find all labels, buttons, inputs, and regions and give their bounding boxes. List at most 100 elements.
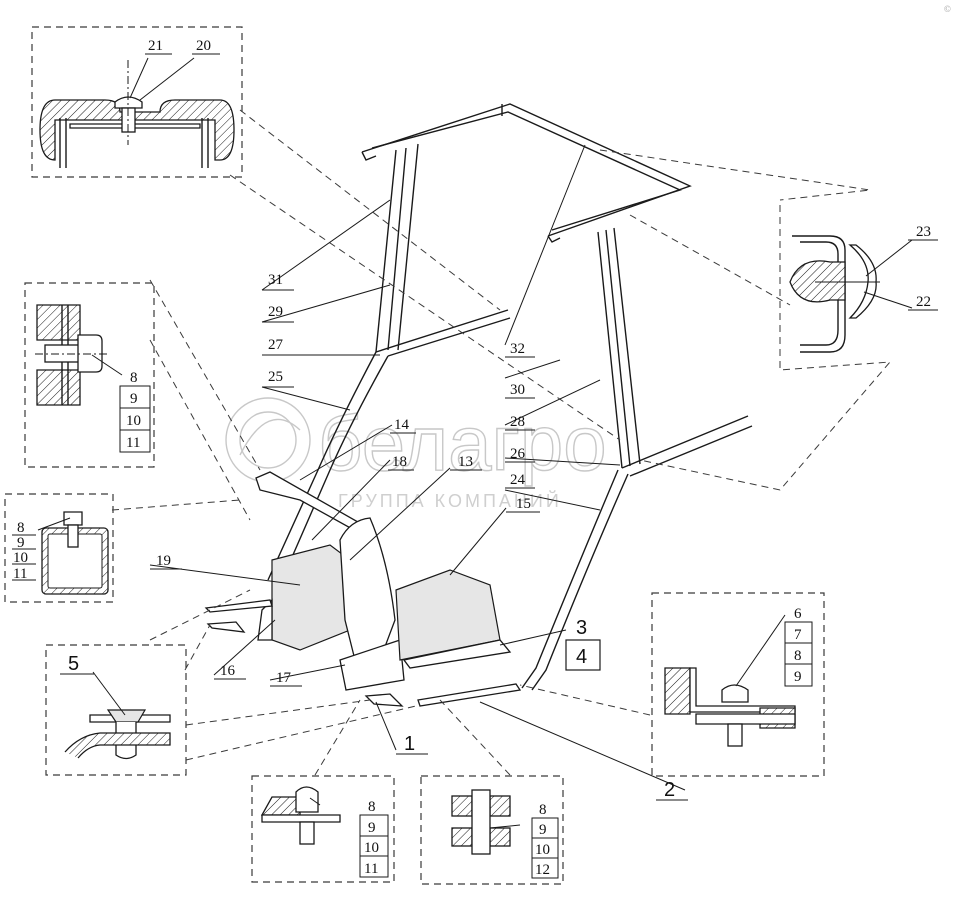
watermark-logo-ring-icon [225, 397, 311, 483]
right-rear-pillar [521, 469, 629, 691]
stack-bottom-left: 8 9 10 11 [359, 799, 389, 878]
stack-right: 6 7 8 9 [784, 606, 813, 687]
bolt-head [63, 511, 83, 526]
label-31: 31 [268, 272, 283, 288]
detail-bottom-left [251, 775, 395, 883]
stack-bottom-left-3: 11 [364, 861, 378, 877]
seal-5 [64, 732, 171, 759]
label-29: 29 [268, 304, 283, 320]
lower-right-crossbar [621, 415, 753, 477]
dash-n [439, 699, 511, 776]
label-23: 23 [916, 224, 931, 240]
stack-left-mid-2: 10 [126, 413, 141, 429]
dash-k [185, 699, 371, 726]
dash-c [599, 149, 871, 201]
label-15: 15 [516, 496, 531, 512]
dash-a [239, 109, 501, 311]
label-20: 20 [196, 38, 211, 54]
dash-m [314, 699, 361, 776]
detail-left-small [4, 493, 114, 603]
stack-right-2: 8 [794, 648, 802, 664]
seal-bottom-left [260, 796, 301, 816]
side-panel-13 [339, 517, 396, 661]
rivet-head-5 [106, 709, 147, 723]
stack-left-small: 8 9 10 11 [12, 520, 36, 582]
dash-f [149, 339, 251, 521]
detail-bottom-left-frame [251, 775, 395, 883]
stack-left-small-2: 10 [13, 550, 28, 566]
dash-d [629, 214, 791, 306]
stack-bottom-mid-3: 12 [535, 862, 550, 878]
label-4-box [565, 639, 601, 671]
plate-right [695, 713, 796, 725]
stack-right-0: 6 [794, 606, 802, 622]
leader-dashes [111, 109, 892, 776]
wall-hatched [664, 667, 691, 715]
stack-left-mid-1: 9 [130, 391, 138, 407]
stack-left-small-0: 8 [17, 520, 25, 536]
label-24: 24 [510, 472, 526, 488]
roof-inner [371, 111, 682, 231]
detail-5 [45, 644, 187, 776]
callout-labels: 21 20 23 22 31 29 27 25 14 18 13 15 19 1… [60, 38, 938, 801]
block-right-bottom [489, 827, 511, 847]
label-25: 25 [268, 369, 283, 385]
bolt-shank-bottom-left [299, 821, 315, 845]
plate-bottom-left [261, 814, 341, 823]
label-28: 28 [510, 414, 525, 430]
stack-right-3: 9 [794, 669, 802, 685]
dash-h [149, 589, 251, 641]
dash-g [149, 279, 261, 471]
floor-sill [402, 639, 512, 669]
stack-left-mid-3: 11 [126, 435, 140, 451]
roof-outer [361, 103, 692, 237]
block-right-top [489, 795, 511, 817]
watermark: белагро ГРУППА КОМПАНИЙ [225, 397, 607, 511]
detail-bottom-mid [420, 775, 564, 885]
watermark-logo-inner-icon [239, 411, 297, 469]
base-plate-17 [339, 639, 405, 691]
label-4: 4 [576, 646, 587, 668]
bottom-plate-1 [364, 693, 404, 707]
label-19: 19 [156, 553, 171, 569]
label-13: 13 [458, 454, 473, 470]
label-3: 3 [576, 617, 587, 639]
mid-crossbar [375, 309, 511, 357]
screw-head-21 [114, 96, 143, 109]
label-26: 26 [510, 446, 526, 462]
corner-mark: © [944, 4, 951, 14]
stack-bottom-left-1: 9 [368, 820, 376, 836]
label-17: 17 [276, 670, 292, 686]
channel-walls [59, 118, 209, 168]
detail-right-frame [651, 592, 825, 777]
watermark-brand: белагро [318, 399, 607, 487]
dash-b [229, 174, 621, 441]
front-left-pillar [375, 143, 419, 353]
block-left-top [451, 795, 473, 817]
stack-right-1: 7 [794, 627, 802, 643]
detail-bottom-mid-frame [420, 775, 564, 885]
label-5: 5 [68, 653, 79, 675]
front-right-pillar [597, 227, 641, 469]
seal-profile-hatched [39, 99, 235, 161]
label-2: 2 [664, 779, 675, 801]
label-32: 32 [510, 341, 525, 357]
label-27: 27 [268, 337, 284, 353]
cab-frame [204, 103, 753, 707]
detail-left-mid [24, 282, 155, 468]
stack-left-mid-0: 8 [130, 370, 138, 386]
detail-left-mid-frame [24, 282, 155, 468]
clip-element [848, 244, 877, 319]
label-16: 16 [220, 663, 236, 679]
control-housing [271, 544, 351, 651]
dash-o [519, 684, 651, 716]
bolt-head-right [721, 684, 749, 703]
bolt-shank-right [727, 723, 743, 747]
floor-tunnel-15 [395, 569, 501, 661]
seal-hatched [789, 260, 846, 303]
stack-bottom-mid-2: 10 [535, 842, 550, 858]
stack-bottom-mid: 8 9 10 12 [531, 802, 559, 879]
upper-profile-hatched [36, 304, 81, 341]
dash-i [111, 499, 241, 511]
